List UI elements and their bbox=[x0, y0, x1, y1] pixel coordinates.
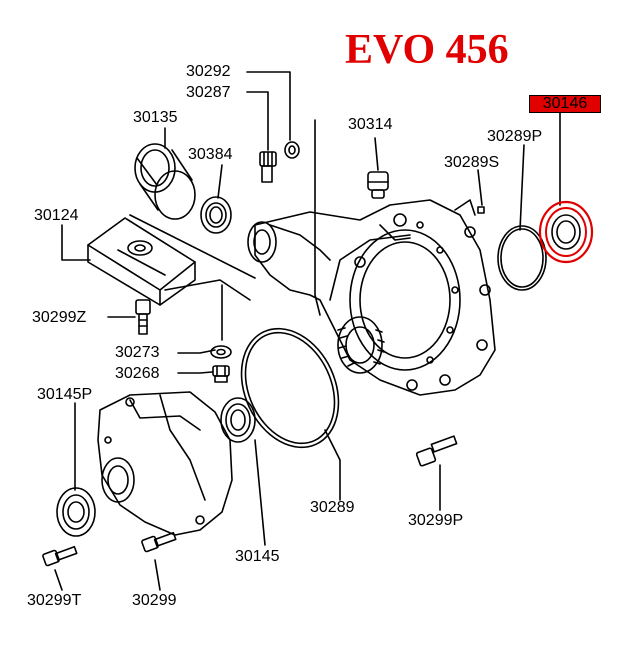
label-30268: 30268 bbox=[115, 365, 160, 382]
label-30287: 30287 bbox=[186, 84, 231, 101]
label-30299Z: 30299Z bbox=[32, 309, 87, 326]
part-30299Z-bolt bbox=[135, 299, 151, 335]
label-30384: 30384 bbox=[188, 146, 233, 163]
label-30289P-top: 30289P bbox=[487, 128, 543, 145]
part-30314-breather bbox=[367, 171, 389, 199]
part-30289P-o-ring bbox=[497, 225, 547, 291]
part-30299T-bolt bbox=[42, 545, 78, 567]
part-30146-seal bbox=[538, 200, 594, 264]
label-30289: 30289 bbox=[310, 499, 355, 516]
part-30384-seal bbox=[200, 196, 232, 234]
label-30273: 30273 bbox=[115, 344, 160, 361]
part-30299P-bolt bbox=[415, 435, 458, 467]
front-cover-housing bbox=[97, 391, 233, 536]
diagram-title: EVO 456 bbox=[345, 27, 509, 73]
label-30145P: 30145P bbox=[37, 386, 93, 403]
label-30299P: 30299P bbox=[408, 512, 464, 529]
label-30292: 30292 bbox=[186, 63, 231, 80]
part-30287-plug bbox=[259, 151, 277, 183]
label-30146-highlighted: 30146 bbox=[529, 95, 601, 113]
part-30289S-pin bbox=[477, 206, 485, 214]
label-30314: 30314 bbox=[348, 116, 393, 133]
part-30289-o-ring bbox=[240, 327, 340, 449]
label-30299: 30299 bbox=[132, 592, 177, 609]
label-30124: 30124 bbox=[34, 207, 79, 224]
leader-lines bbox=[54, 71, 561, 591]
part-30145P-seal bbox=[56, 487, 96, 537]
part-30292-washer bbox=[284, 141, 300, 159]
label-30135: 30135 bbox=[133, 109, 178, 126]
part-30273-gasket bbox=[210, 345, 232, 359]
label-30299T: 30299T bbox=[27, 592, 82, 609]
part-30124-bracket bbox=[87, 217, 196, 306]
label-30145: 30145 bbox=[235, 548, 280, 565]
part-30299-bolt bbox=[141, 531, 177, 553]
part-30145-seal bbox=[220, 397, 256, 443]
transfer-case-body bbox=[247, 199, 496, 396]
part-30135-sleeve bbox=[134, 143, 196, 220]
part-30268-plug bbox=[212, 365, 230, 383]
label-30289S: 30289S bbox=[444, 154, 500, 171]
